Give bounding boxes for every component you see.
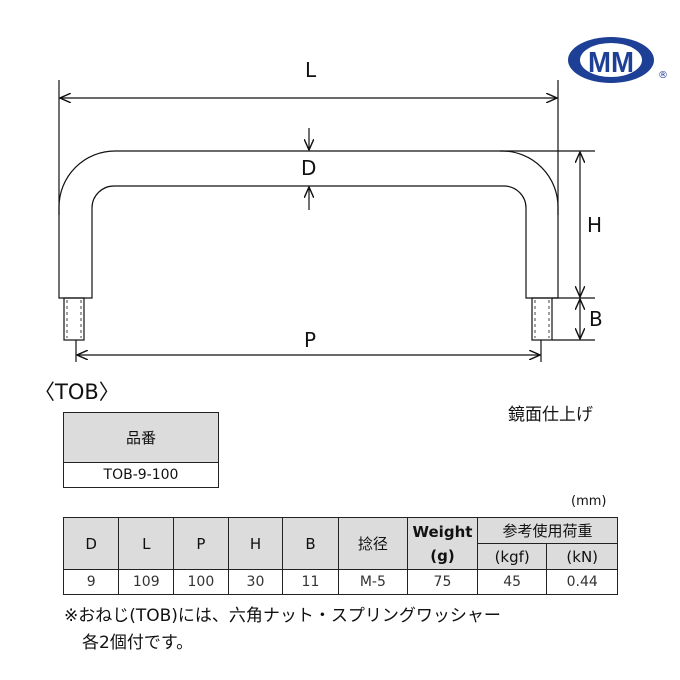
header-weight: Weight (g) [407, 517, 478, 570]
right-thread [531, 297, 553, 341]
label-B: B [589, 307, 603, 331]
label-P: P [304, 328, 317, 352]
label-D: D [301, 156, 317, 180]
svg-text:®: ® [658, 70, 668, 81]
finish-label: 鏡面仕上げ [508, 405, 593, 425]
header-thread: 捻径 [337, 517, 409, 570]
cell-D: 9 [62, 569, 120, 595]
header-load-kgf: (kgf) [476, 543, 548, 570]
weight-unit: (g) [430, 546, 455, 565]
cell-thread: M-5 [337, 569, 409, 595]
cell-H: 30 [227, 569, 284, 595]
header-B: B [282, 517, 339, 570]
left-thread [63, 297, 85, 341]
svg-text:MM: MM [588, 47, 634, 79]
header-load: 参考使用荷重 [476, 517, 619, 544]
cell-weight: 75 [407, 569, 478, 595]
header-load-kn: (kN) [546, 543, 618, 570]
weight-label: Weight [412, 522, 473, 541]
part-number-table: 品番 TOB-9-100 [63, 412, 219, 488]
header-H: H [227, 517, 284, 570]
header-P: P [173, 517, 229, 570]
handle-outline [58, 150, 559, 299]
label-H: H [587, 213, 603, 237]
cell-P: 100 [173, 569, 229, 595]
unit-label: (mm) [571, 494, 607, 509]
note-line-2: 各2個付です。 [82, 633, 194, 653]
cell-kn: 0.44 [546, 569, 618, 595]
cell-L: 109 [118, 569, 175, 595]
label-L: L [305, 58, 317, 82]
header-L: L [118, 517, 175, 570]
note-line-1: ※おねじ(TOB)には、六角ナット・スプリングワッシャー [64, 606, 501, 626]
header-D: D [62, 517, 120, 570]
table-row: 9 109 100 30 11 M-5 75 45 0.44 [62, 569, 618, 595]
part-number-header: 品番 [63, 412, 219, 463]
cell-B: 11 [282, 569, 339, 595]
model-label: 〈TOB〉 [34, 380, 120, 404]
mm-logo: MM ® [568, 37, 668, 83]
part-number-value: TOB-9-100 [63, 462, 219, 488]
spec-table: D L P H B 捻径 Weight (g) 参考使用荷重 (kgf) (kN)… [62, 517, 619, 595]
cell-kgf: 45 [476, 569, 548, 595]
